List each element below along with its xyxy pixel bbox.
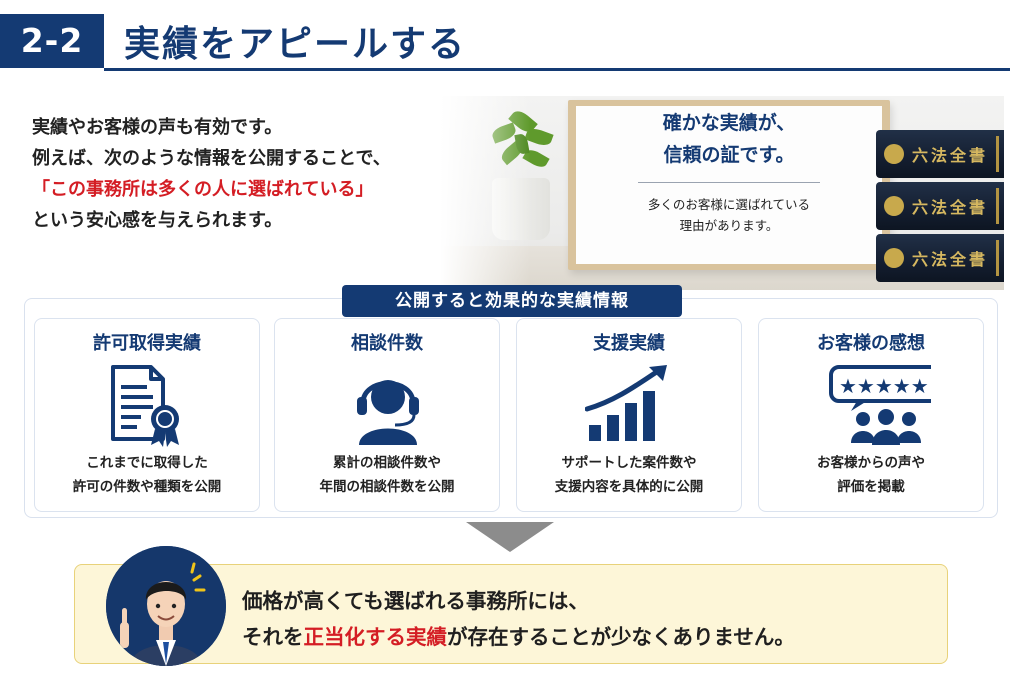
section-number-badge: 2-2 xyxy=(0,14,104,68)
hero-sub-line-2: 理由があります。 xyxy=(679,218,779,233)
businessman-avatar xyxy=(106,546,226,666)
card-title: 相談件数 xyxy=(351,333,423,354)
growth-chart-icon xyxy=(585,365,667,441)
svg-text:★★★★★: ★★★★★ xyxy=(839,374,929,398)
hero-heading-line-2: 信頼の証です。 xyxy=(663,144,795,166)
certificate-icon xyxy=(111,365,179,447)
panel-label: 公開すると効果的な実績情報 xyxy=(342,285,682,317)
card-support-achievements: 支援実績 サポートした案件数や 支援内容を具体的に公開 xyxy=(516,318,742,512)
card-desc-line-1: お客様からの声や xyxy=(817,455,925,471)
card-desc-line-2: 支援内容を具体的に公開 xyxy=(554,479,704,495)
hero-sub-line-1: 多くのお客様に選ばれている xyxy=(647,197,811,212)
conclusion-line-1: 価格が高くても選ばれる事務所には、 xyxy=(242,589,589,613)
down-arrow-icon xyxy=(466,522,554,552)
conclusion-line-2: それを正当化する実績が存在することが少なくありません。 xyxy=(242,620,795,650)
card-description: これまでに取得した 許可の件数や種類を公開 xyxy=(35,451,259,499)
card-description: 累計の相談件数や 年間の相談件数を公開 xyxy=(275,451,499,499)
certificate-paper xyxy=(576,106,882,264)
intro-line-4: という安心感を与えられます。 xyxy=(32,210,283,231)
card-desc-line-2: 評価を掲載 xyxy=(837,479,905,495)
card-desc-line-1: サポートした案件数や xyxy=(561,455,697,471)
card-permit-achievements: 許可取得実績 これまでに取得した 許可の件数や種類を公開 xyxy=(34,318,260,512)
certificate-divider xyxy=(638,182,820,183)
card-title: 許可取得実績 xyxy=(93,333,201,354)
conclusion-text-pre: それを xyxy=(242,625,304,649)
card-title: 支援実績 xyxy=(593,333,665,354)
card-desc-line-1: 累計の相談件数や xyxy=(333,455,441,471)
slide-header: 2-2 実績をアピールする xyxy=(0,0,1024,80)
intro-line-1: 実績やお客様の声も有効です。 xyxy=(32,117,283,138)
card-description: お客様からの声や 評価を掲載 xyxy=(759,451,983,499)
conclusion-text-post: が存在することが少なくありません。 xyxy=(447,625,795,649)
law-book-icon: 六法全書 xyxy=(876,234,1004,282)
intro-line-3-highlight: 「この事務所は多くの人に選ばれている」 xyxy=(32,179,374,200)
card-customer-reviews: お客様の感想 ★★★★★ お客様からの声や 評価を掲載 xyxy=(758,318,984,512)
card-desc-line-2: 年間の相談件数を公開 xyxy=(319,479,455,495)
review-stars-icon: ★★★★★ xyxy=(829,365,931,445)
law-book-icon: 六法全書 xyxy=(876,182,1004,230)
card-desc-line-1: これまでに取得した xyxy=(86,455,208,471)
intro-text: 実績やお客様の声も有効です。 例えば、次のような情報を公開することで、 「この事… xyxy=(32,112,472,236)
law-book-icon: 六法全書 xyxy=(876,130,1004,178)
card-desc-line-2: 許可の件数や種類を公開 xyxy=(72,479,222,495)
hero-heading-line-1: 確かな実績が、 xyxy=(662,112,796,134)
title-underline xyxy=(104,68,1010,71)
hero-left-fade xyxy=(440,96,530,290)
card-consultation-count: 相談件数 累計の相談件数や 年間の相談件数を公開 xyxy=(274,318,500,512)
card-title: お客様の感想 xyxy=(817,333,925,354)
headset-icon xyxy=(357,380,419,445)
conclusion-highlight: 正当化する実績 xyxy=(303,625,448,649)
page-title: 実績をアピールする xyxy=(124,24,467,65)
card-description: サポートした案件数や 支援内容を具体的に公開 xyxy=(517,451,741,499)
intro-line-2: 例えば、次のような情報を公開することで、 xyxy=(32,148,391,169)
hero-illustration: 確かな実績が、 信頼の証です。 多くのお客様に選ばれている 理由があります。 六… xyxy=(440,96,1004,290)
